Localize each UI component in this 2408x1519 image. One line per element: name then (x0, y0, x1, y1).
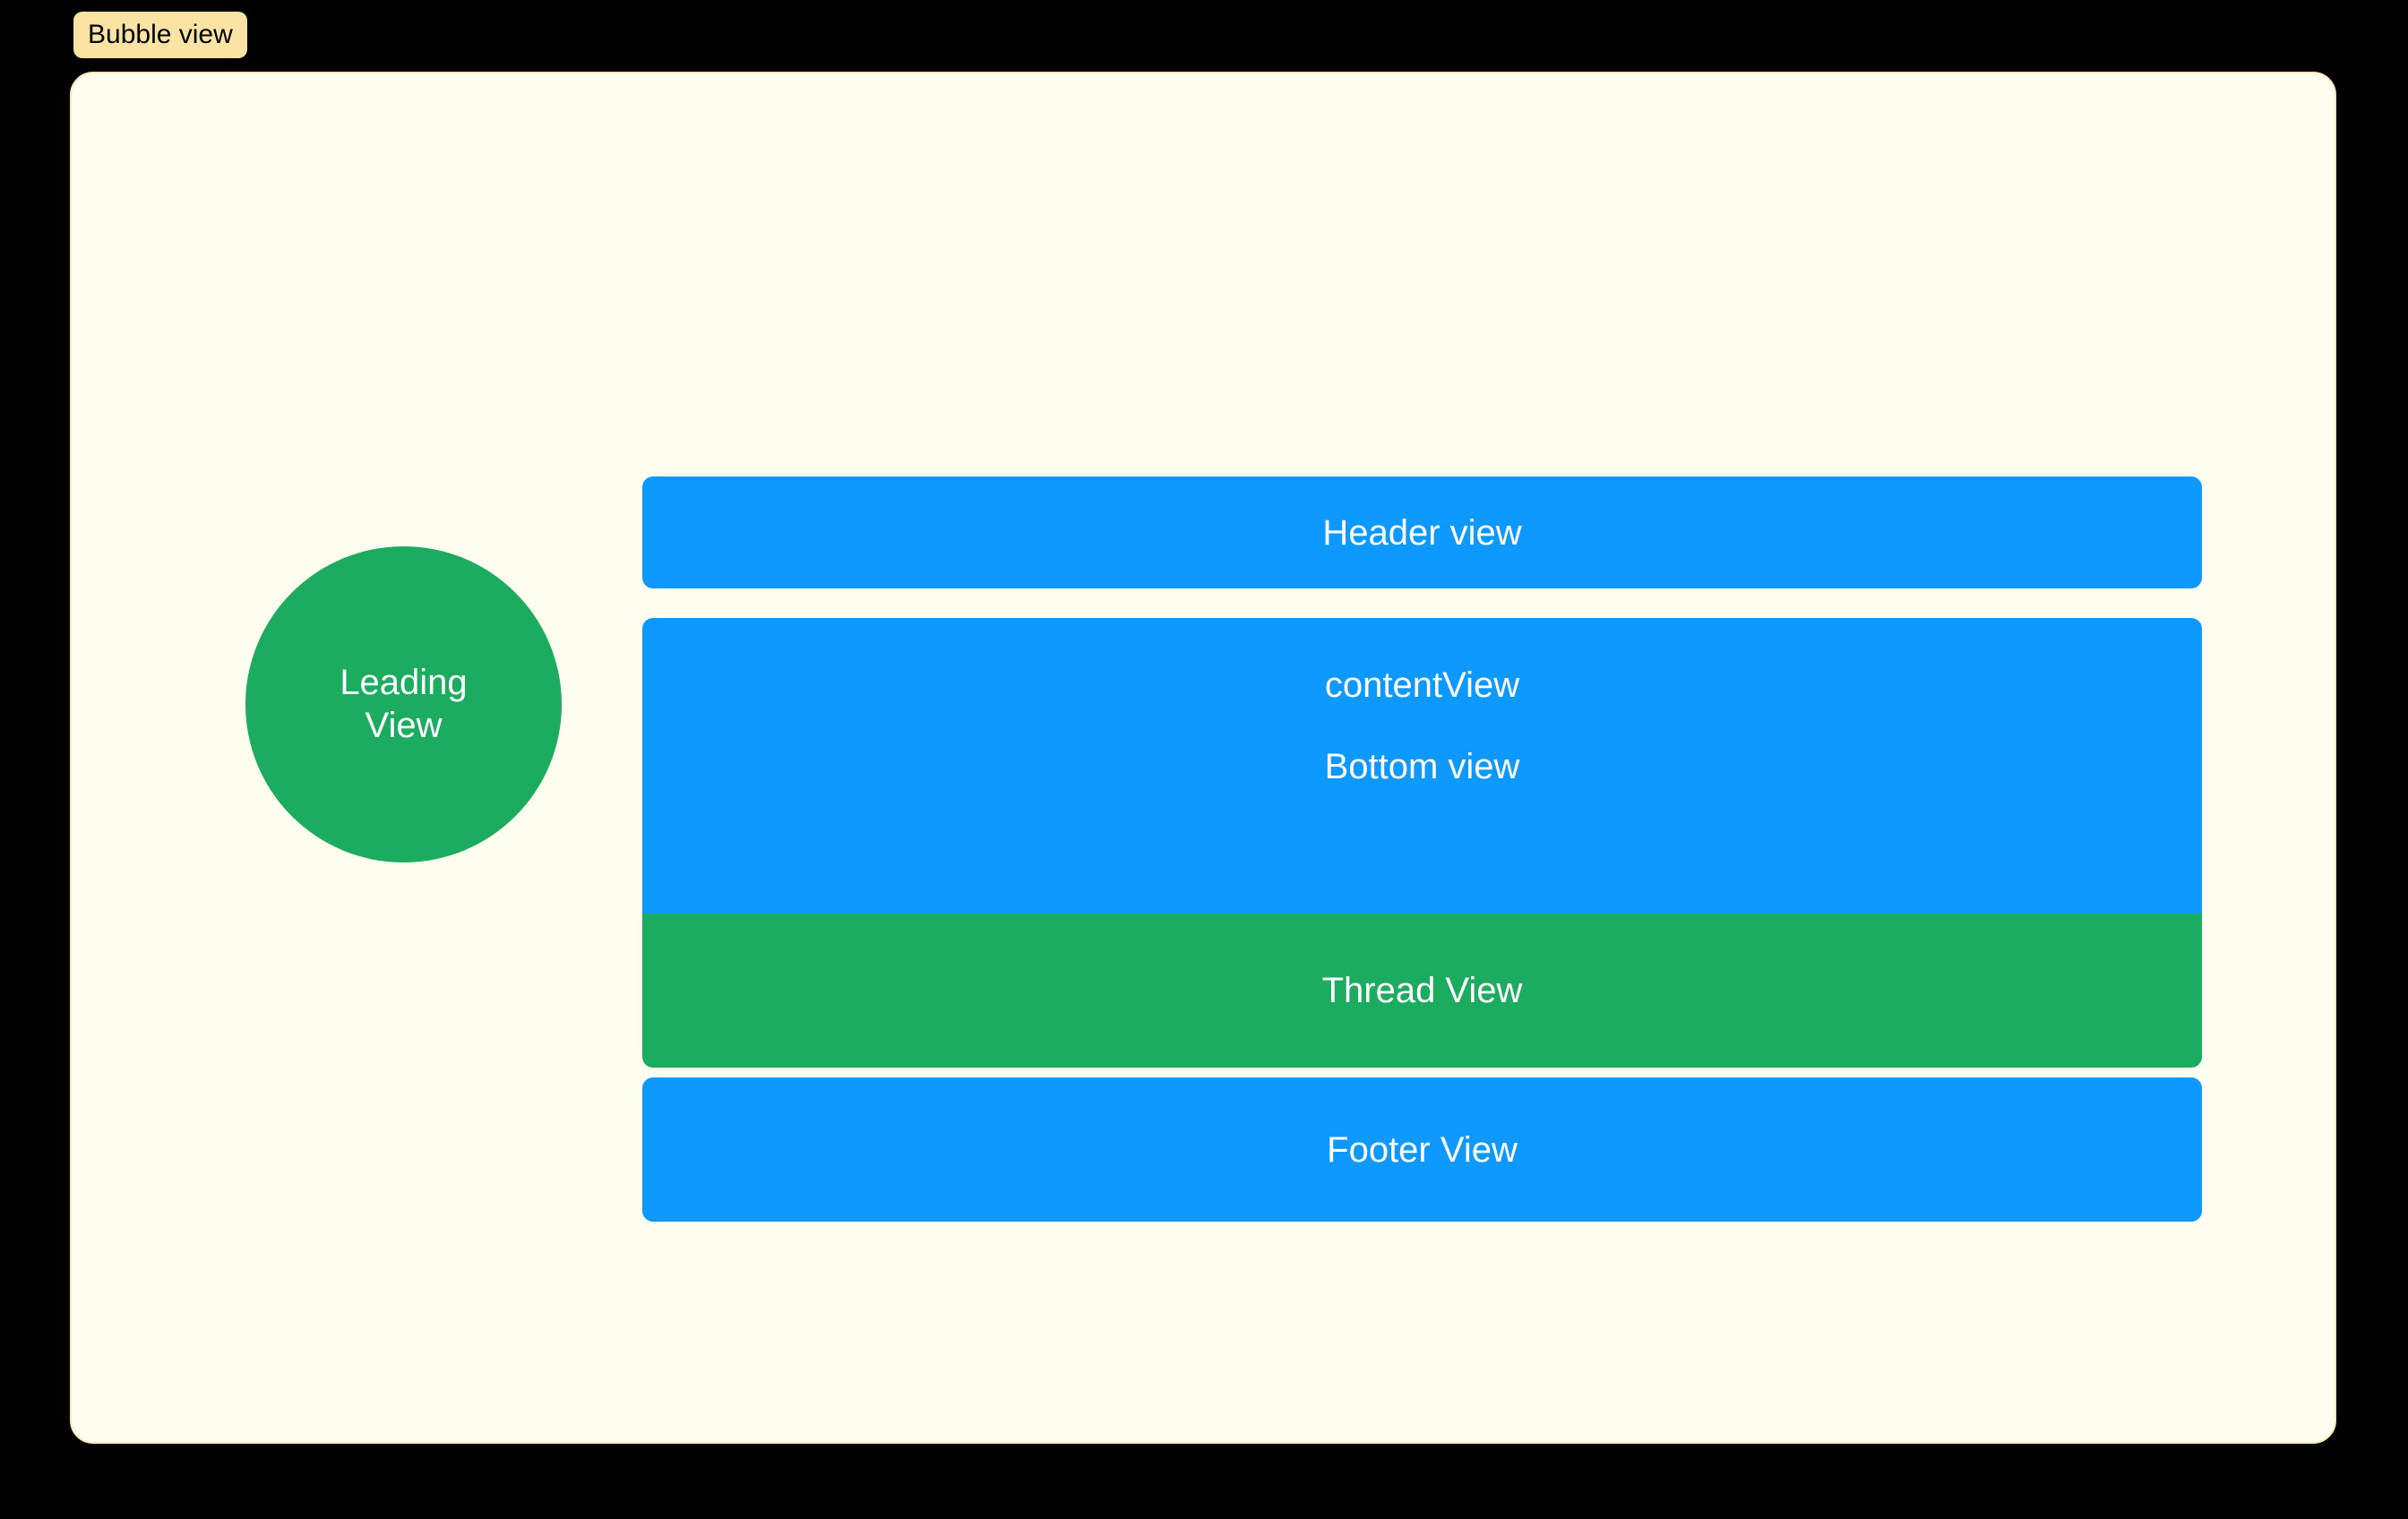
bubble-view-badge[interactable]: Bubble view (73, 12, 247, 58)
leading-view-label-line-1: Leading (340, 663, 468, 703)
bottom-view-label: Bottom view (1324, 747, 1520, 786)
thread-view-block[interactable]: Thread View (642, 914, 2202, 1068)
leading-view-label-line-2: View (365, 705, 443, 745)
content-view-block[interactable]: contentView Bottom view (642, 618, 2202, 914)
header-view-block[interactable]: Header view (642, 476, 2202, 588)
bubble-view-badge-label: Bubble view (88, 20, 233, 49)
content-view-label: contentView (1324, 665, 1520, 705)
header-view-label: Header view (1322, 512, 1522, 553)
footer-view-block[interactable]: Footer View (642, 1077, 2202, 1222)
leading-view-circle[interactable]: Leading View (245, 546, 562, 862)
bubble-view-container: Leading View Header view contentView Bot… (70, 72, 2336, 1444)
thread-view-label: Thread View (1321, 971, 1523, 1010)
footer-view-label: Footer View (1327, 1129, 1518, 1170)
